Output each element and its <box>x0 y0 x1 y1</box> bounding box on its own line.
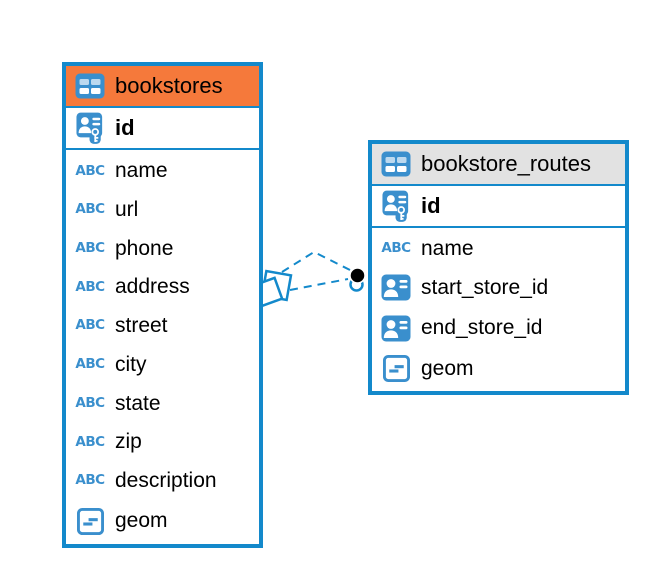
entity-bookstore-routes[interactable]: bookstore_routes id ABC name start_store… <box>368 140 629 395</box>
entity-bookstore-routes-header[interactable]: bookstore_routes <box>372 144 625 186</box>
column-name: description <box>115 468 217 492</box>
text-type-icon: ABC <box>75 433 105 450</box>
text-type-icon: ABC <box>75 356 105 373</box>
column-name: id <box>421 193 441 218</box>
column-row-description[interactable]: ABC description <box>66 462 259 501</box>
column-row-url[interactable]: ABC url <box>66 191 259 230</box>
column-name: zip <box>115 430 142 454</box>
column-row-address[interactable]: ABC address <box>66 268 259 307</box>
column-name: name <box>115 159 168 183</box>
column-row-start-store-id[interactable]: start_store_id <box>372 268 625 309</box>
geometry-type-icon <box>74 508 106 535</box>
column-row-zip[interactable]: ABC zip <box>66 423 259 462</box>
column-name: end_store_id <box>421 316 543 340</box>
table-icon <box>380 151 412 177</box>
text-type-icon: ABC <box>75 317 105 334</box>
column-name: name <box>421 236 474 260</box>
column-row-geom[interactable]: geom <box>372 349 625 390</box>
relationship-target-marker[interactable] <box>349 267 366 292</box>
primary-key-icon <box>380 190 412 222</box>
column-row-name[interactable]: ABC name <box>372 230 625 268</box>
relationship-line-upper[interactable] <box>281 250 351 273</box>
column-row-id[interactable]: id <box>66 108 259 150</box>
id-reference-icon <box>380 315 412 342</box>
column-row-id[interactable]: id <box>372 186 625 228</box>
text-type-icon: ABC <box>381 240 411 256</box>
column-row-state[interactable]: ABC state <box>66 384 259 423</box>
column-name: address <box>115 275 190 299</box>
table-icon <box>74 73 106 99</box>
primary-key-icon <box>74 112 106 144</box>
entity-bookstores[interactable]: bookstores id ABC name ABC url ABC phone… <box>62 62 263 548</box>
entity-title: bookstore_routes <box>421 151 591 176</box>
column-name: geom <box>115 509 168 533</box>
text-type-icon: ABC <box>75 278 105 295</box>
column-row-city[interactable]: ABC city <box>66 346 259 385</box>
column-row-geom[interactable]: geom <box>66 500 259 542</box>
id-reference-icon <box>380 274 412 301</box>
column-name: geom <box>421 356 474 380</box>
column-name: id <box>115 115 135 140</box>
text-type-icon: ABC <box>75 240 105 256</box>
column-row-phone[interactable]: ABC phone <box>66 229 259 268</box>
column-name: phone <box>115 236 174 260</box>
text-type-icon: ABC <box>75 201 105 218</box>
column-row-name[interactable]: ABC name <box>66 152 259 191</box>
column-name: start_store_id <box>421 275 549 299</box>
text-type-icon: ABC <box>75 472 105 489</box>
geometry-type-icon <box>380 355 412 382</box>
column-name: state <box>115 391 161 415</box>
column-row-street[interactable]: ABC street <box>66 307 259 346</box>
column-name: url <box>115 198 139 222</box>
column-name: city <box>115 352 147 376</box>
column-name: street <box>115 314 168 338</box>
column-row-end-store-id[interactable]: end_store_id <box>372 308 625 349</box>
relationship-line-lower[interactable] <box>289 278 349 291</box>
text-type-icon: ABC <box>75 162 105 179</box>
column-list: ABC name ABC url ABC phone ABC address A… <box>66 150 259 544</box>
text-type-icon: ABC <box>75 394 105 411</box>
entity-bookstores-header[interactable]: bookstores <box>66 66 259 108</box>
entity-title: bookstores <box>115 73 223 98</box>
column-list: ABC name start_store_id end_store_id ge <box>372 228 625 391</box>
